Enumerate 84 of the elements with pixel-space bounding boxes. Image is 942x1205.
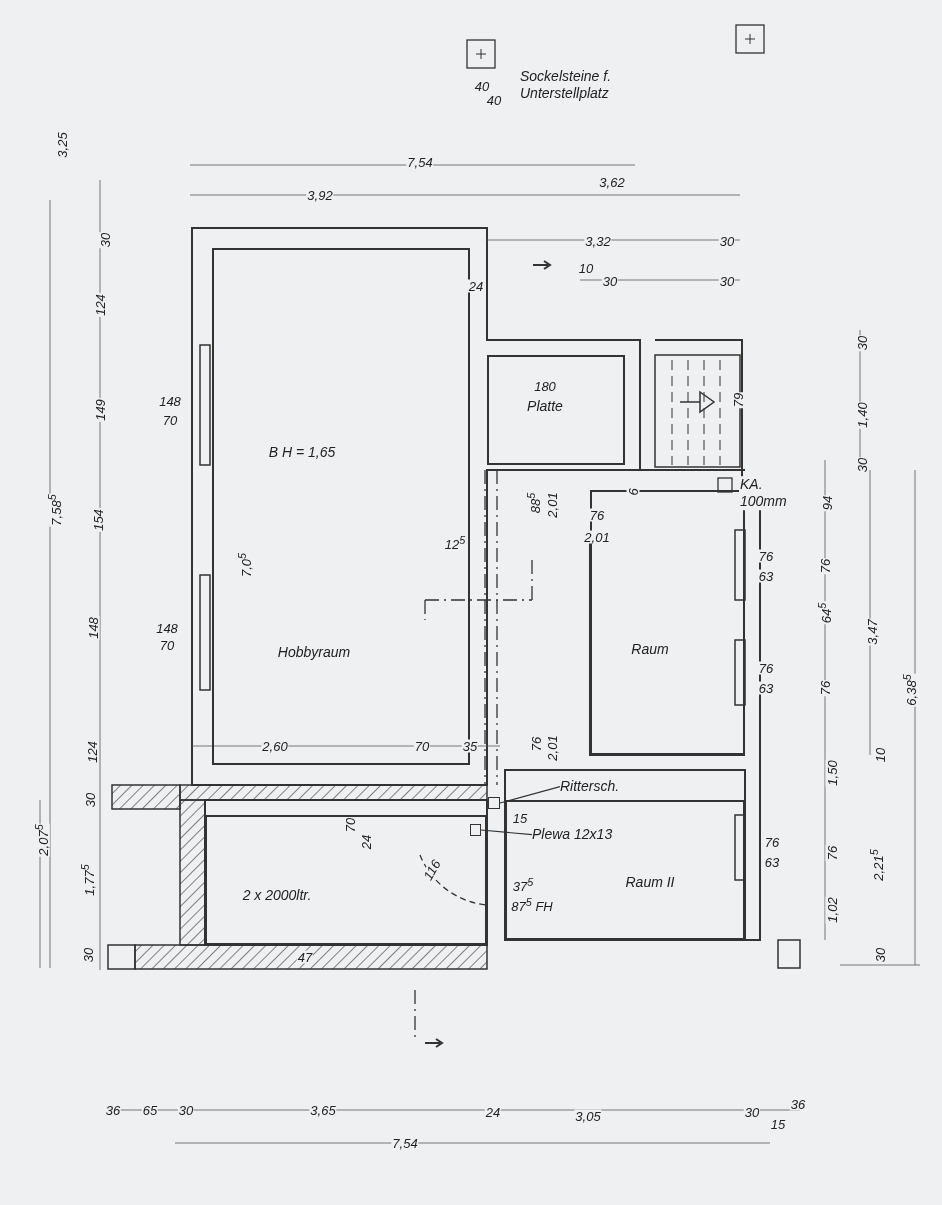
dimension-label: 10 <box>873 746 887 764</box>
dimension-label: 148 <box>86 616 100 640</box>
dimension-label: 24 <box>359 833 373 851</box>
dimension-label: 76 <box>757 661 775 675</box>
dimension-label: 63 <box>757 681 775 695</box>
dimension-label: 30 <box>855 456 869 474</box>
dimension-label: 30 <box>177 1103 195 1117</box>
dimension-label: 79 <box>731 391 745 409</box>
dimension-label: 1,40 <box>855 401 869 429</box>
dimension-label: 154 <box>91 508 105 532</box>
dimension-label: 124 <box>93 293 107 317</box>
dimension-label: 94 <box>820 494 834 512</box>
dimension-label: 3,47 <box>865 618 879 646</box>
dimension-label: 76 <box>763 835 781 849</box>
dimension-label: 7,54 <box>391 1136 419 1150</box>
dimension-label: 30 <box>83 791 97 809</box>
dimension-label: 15 <box>511 811 529 825</box>
dimension-label: 1,50 <box>825 759 839 787</box>
dimension-label: 148 <box>155 621 179 635</box>
dimension-label: 12$^{5}$ <box>443 534 467 552</box>
dimension-label: 30 <box>601 274 619 288</box>
dimension-label: 76 <box>757 549 775 563</box>
dimension-label: 87$^{5}$ FH <box>510 896 554 914</box>
dimension-label: 3,25 <box>55 131 69 159</box>
room-outline <box>487 355 625 465</box>
dimension-label: 3,65 <box>309 1103 337 1117</box>
dimension-label: 76 <box>818 557 832 575</box>
dimension-label: 70 <box>161 413 179 427</box>
room-outline <box>205 815 487 945</box>
dimension-label: 36 <box>789 1097 807 1111</box>
dimension-label: 24 <box>484 1105 502 1119</box>
dimension-label: 76 <box>818 679 832 697</box>
dimension-label: 30 <box>81 946 95 964</box>
dimension-label: 24 <box>467 279 485 293</box>
dimension-label: 3,05 <box>574 1109 602 1123</box>
leader-line <box>480 829 533 836</box>
dimension-label: 30 <box>98 231 112 249</box>
dimension-label: 180 <box>533 379 557 393</box>
dimension-label: 40 <box>473 79 491 93</box>
room-label: Hobbyraum <box>277 644 351 660</box>
dimension-label: 3,62 <box>598 175 626 189</box>
flue-box <box>488 797 500 809</box>
dimension-label: 2,01 <box>545 734 559 762</box>
flue-box <box>470 824 481 836</box>
dimension-label: 76 <box>529 735 543 753</box>
callout-text: Rittersch. <box>560 779 620 795</box>
dimension-label: 15 <box>769 1117 787 1131</box>
dimension-label: 70 <box>413 739 431 753</box>
callout-text: Plewa 12x13 <box>532 827 613 843</box>
dimension-label: 10 <box>577 261 595 275</box>
dimension-label: 148 <box>158 394 182 408</box>
dimension-label: 149 <box>93 398 107 422</box>
dimension-label: 30 <box>718 234 736 248</box>
dimension-label: 36 <box>104 1103 122 1117</box>
room-label: B H = 1,65 <box>268 444 336 460</box>
room-label: Raum <box>631 641 669 657</box>
leader-line <box>499 786 561 804</box>
room-label: Platte <box>527 398 563 414</box>
dimension-label: 35 <box>461 739 479 753</box>
room-outline <box>505 800 745 940</box>
dimension-label: 2,01 <box>545 491 559 519</box>
dimension-label: 3,32 <box>584 234 612 248</box>
dimension-label: 7,54 <box>406 155 434 169</box>
dimension-label: 30 <box>718 274 736 288</box>
dimension-label: 76 <box>825 844 839 862</box>
room-label: Raum II <box>625 874 675 890</box>
dimension-label: 65 <box>141 1103 159 1117</box>
dimension-label: 3,92 <box>306 188 334 202</box>
dimension-label: 63 <box>763 855 781 869</box>
dimension-label: 47 <box>296 950 314 964</box>
dimension-label: 124 <box>85 740 99 764</box>
dimension-label: 6 <box>626 487 640 497</box>
dimension-label: 2,60 <box>261 739 289 753</box>
dimension-label: 70 <box>158 638 176 652</box>
dimension-label: 1,02 <box>825 896 839 924</box>
dimension-label: 63 <box>757 569 775 583</box>
dimension-label: 30 <box>855 334 869 352</box>
dimension-label: 40 <box>485 93 503 107</box>
dimension-label: 37$^{5}$ <box>511 876 535 894</box>
room-label: 2 x 2000ltr. <box>242 887 312 903</box>
dimension-label: 76 <box>588 508 606 522</box>
dimension-label: 30 <box>873 946 887 964</box>
dimension-label: 30 <box>743 1105 761 1119</box>
dimension-label: 2,01 <box>583 530 611 544</box>
